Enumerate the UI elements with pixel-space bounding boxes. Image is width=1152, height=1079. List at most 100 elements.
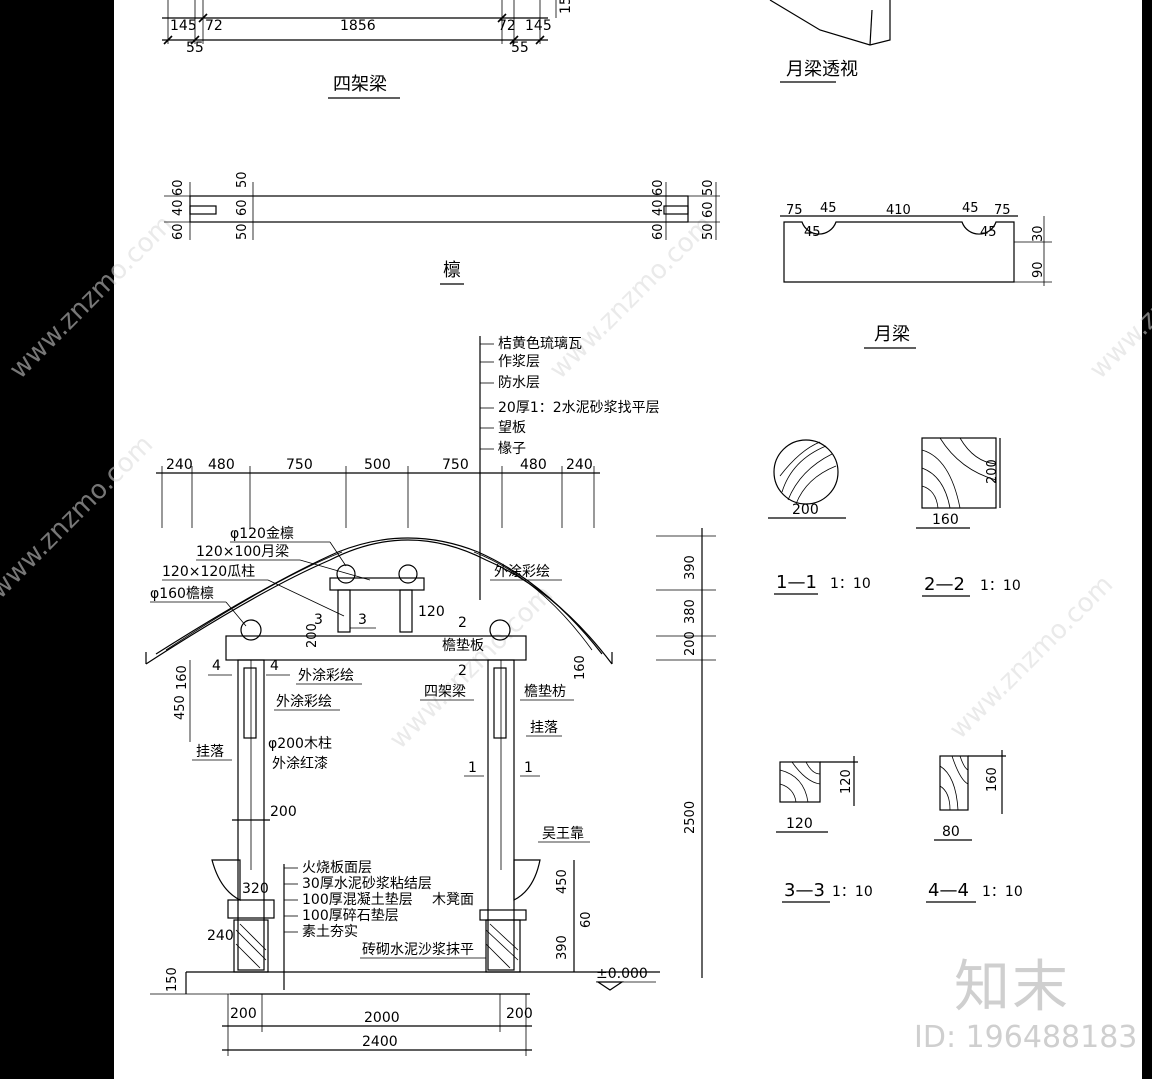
detail-title: 1—1 — [776, 572, 817, 593]
dim: 450 — [555, 869, 570, 894]
dim: 160 — [175, 665, 190, 690]
dim: 120 — [418, 604, 445, 620]
dim: 45 — [980, 225, 997, 240]
floor-layer: 100厚碎石垫层 — [302, 908, 399, 924]
label: 120×120瓜柱 — [162, 564, 255, 580]
roof-layer: 20厚1：2水泥砂浆找平层 — [498, 400, 660, 416]
dim: 480 — [208, 457, 235, 473]
label: 120×100月梁 — [196, 544, 289, 560]
lin-drawing: 60 40 60 50 60 50 60 40 60 50 60 50 檩 — [164, 171, 720, 285]
dim: 380 — [683, 599, 698, 624]
dim: 72 — [498, 18, 516, 34]
paper-area — [114, 0, 1142, 1079]
label: φ200木柱 — [268, 736, 332, 752]
dim: 30 — [1031, 225, 1046, 242]
mark: 2 — [458, 663, 467, 679]
dim: 240 — [207, 928, 234, 944]
label: 挂落 — [530, 720, 558, 736]
dim: 50 — [701, 179, 716, 196]
yue-liang-perspective: 月梁透视 — [769, 0, 891, 83]
dim: 160 — [573, 655, 588, 680]
section-marks: 3 3 4 4 2 2 1 1 — [208, 612, 540, 777]
roof-layer: 椽子 — [498, 441, 526, 457]
mark: 2 — [458, 615, 467, 631]
title-si-jia-liang: 四架梁 — [333, 74, 387, 95]
dim: 240 — [566, 457, 593, 473]
watermark-text: www.znzmo.com — [1084, 210, 1152, 385]
yue-liang-drawing: 75 45 410 45 75 45 45 30 90 月梁 — [780, 201, 1052, 349]
title-yue-liang-toushi: 月梁透视 — [786, 59, 858, 80]
detail-title: 3—3 — [784, 880, 825, 901]
detail-scale: 1：10 — [982, 884, 1023, 900]
floor-layer: 素土夯实 — [302, 924, 358, 940]
floor-layer: 30厚水泥砂浆粘结层 — [302, 876, 432, 892]
dim: 40 — [651, 199, 666, 216]
dim: 200 — [683, 631, 698, 656]
dim: 50 — [235, 171, 250, 188]
dim: 2400 — [362, 1034, 398, 1050]
dim: 200 — [270, 804, 297, 820]
section-top-dims: 240 480 750 500 750 480 240 — [156, 457, 600, 528]
mark: 3 — [314, 612, 323, 628]
dim: 160 — [985, 767, 1000, 792]
dim: 80 — [942, 824, 960, 840]
detail-title: 2—2 — [924, 574, 965, 595]
detail-scale: 1：10 — [830, 576, 871, 592]
dim: 2000 — [364, 1010, 400, 1026]
dim: 2500 — [683, 801, 698, 834]
label: 外涂彩绘 — [298, 668, 354, 684]
dim: 145 — [170, 18, 197, 34]
roof-layer: 防水层 — [498, 375, 540, 391]
dim: 145 — [525, 18, 552, 34]
dim: 150 — [165, 967, 180, 992]
floor-layer: 100厚混凝土垫层 — [302, 892, 413, 908]
dim: 50 — [235, 223, 250, 240]
dim: 200 — [985, 459, 1000, 484]
watermark-text: www.znzmo.com — [0, 430, 159, 605]
dim: 410 — [886, 203, 911, 218]
dim: 60 — [651, 223, 666, 240]
dim: 60 — [235, 199, 250, 216]
dim: 15 — [558, 0, 574, 14]
dim: 60 — [171, 223, 186, 240]
dim: 50 — [701, 223, 716, 240]
dim: 45 — [820, 201, 837, 216]
dim: 160 — [932, 512, 959, 528]
label: 四架梁 — [424, 684, 466, 700]
dim: 390 — [555, 935, 570, 960]
section-dims: 120 200 160 450 160 200 320 240 150 390 … — [150, 528, 716, 1056]
detail-title: 4—4 — [928, 880, 969, 901]
dim: 200 — [305, 623, 320, 648]
label: 外涂彩绘 — [276, 694, 332, 710]
dim: 200 — [792, 502, 819, 518]
dim: 120 — [786, 816, 813, 832]
detail-scale: 1：10 — [832, 884, 873, 900]
label: 木凳面 — [432, 892, 474, 908]
mark: 1 — [524, 760, 533, 776]
label: φ160檐檩 — [150, 585, 214, 602]
dim: 750 — [286, 457, 313, 473]
dim: 45 — [804, 225, 821, 240]
dim: 480 — [520, 457, 547, 473]
dim: 120 — [839, 769, 854, 794]
label: φ120金檩 — [230, 525, 294, 542]
floor-layer: 火烧板面层 — [302, 860, 372, 876]
dim: 60 — [579, 911, 594, 928]
detail-1-1: 200 1—1 1：10 — [768, 439, 871, 595]
mark: 4 — [270, 658, 279, 674]
dim: 60 — [171, 179, 186, 196]
dim: 75 — [786, 203, 803, 218]
label: 檐垫枋 — [524, 684, 566, 700]
roof-layer-callout: 桔黄色琉璃瓦 作浆层 防水层 20厚1：2水泥砂浆找平层 望板 椽子 — [479, 335, 660, 600]
dim: 55 — [511, 40, 529, 56]
dim: 72 — [205, 18, 223, 34]
dim: 75 — [994, 203, 1011, 218]
dim: 60 — [651, 179, 666, 196]
section-labels: φ120金檩 120×100月梁 120×120瓜柱 φ160檐檩 外涂彩绘 外… — [150, 525, 648, 982]
mark: 3 — [358, 612, 367, 628]
si-jia-liang-dims: 145 72 1856 72 145 55 55 15 四架梁 — [162, 0, 574, 99]
roof-layer: 桔黄色琉璃瓦 — [498, 335, 582, 352]
dim: 390 — [683, 555, 698, 580]
